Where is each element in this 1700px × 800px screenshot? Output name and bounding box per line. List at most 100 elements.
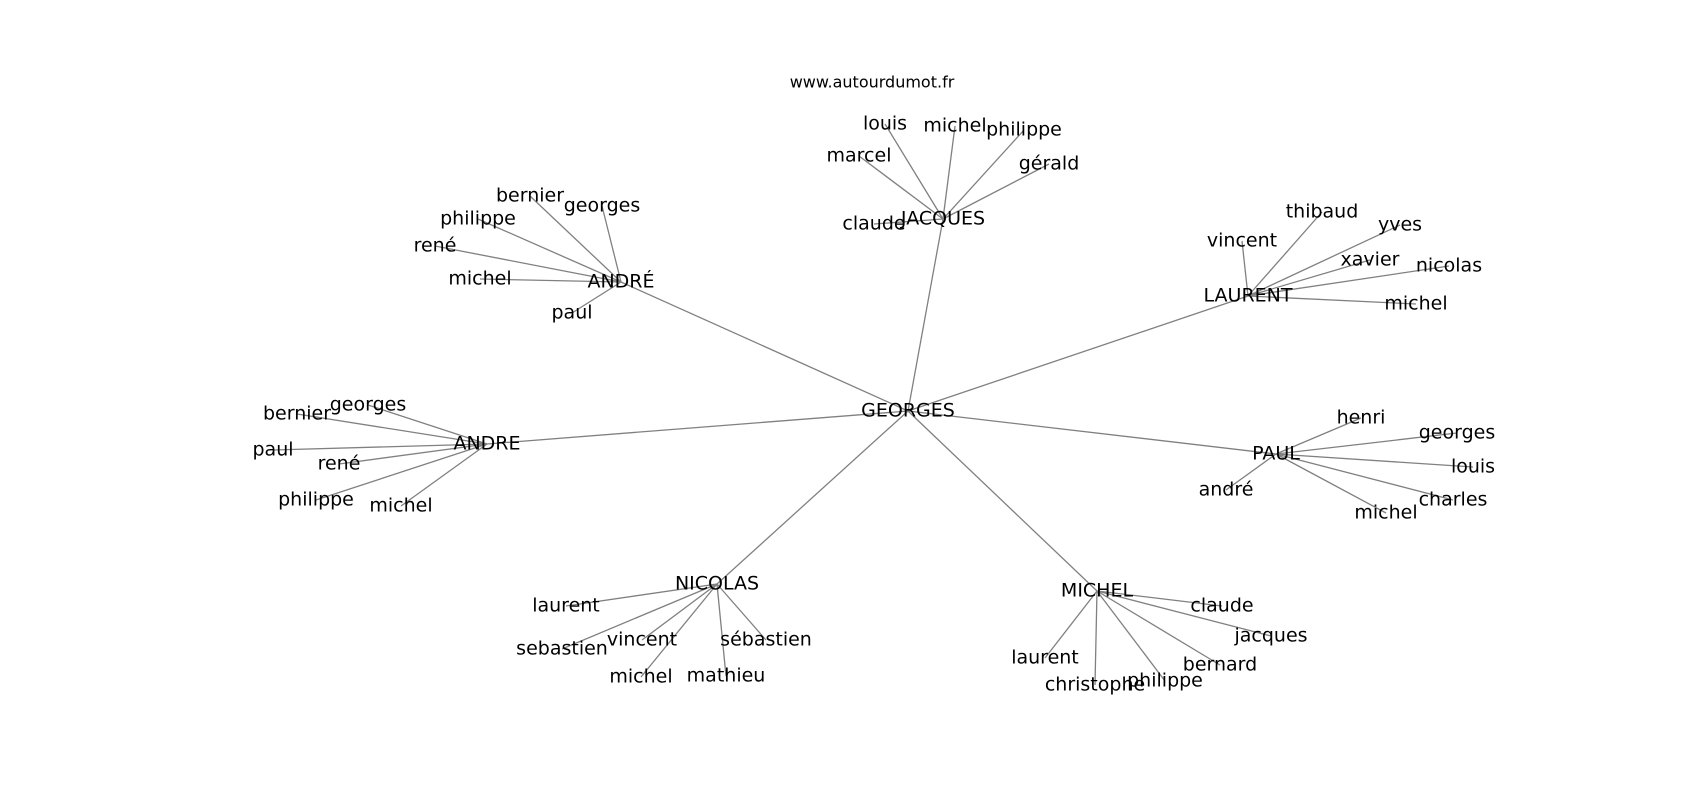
- leaf-node-jacques-claude[interactable]: claude: [842, 213, 905, 235]
- leaf-node-jacques-marcel[interactable]: marcel: [827, 145, 892, 167]
- leaf-node-andre-paul[interactable]: paul: [551, 302, 592, 324]
- leaf-node-michel-christophe[interactable]: christophe: [1045, 674, 1145, 696]
- hub-node-jacques[interactable]: JACQUES: [900, 208, 985, 230]
- edge-nicolas-vincent: [641, 583, 718, 641]
- edge-paul-michel: [1275, 453, 1387, 514]
- edge-nicolas-mathieu: [716, 583, 727, 677]
- leaf-node-jacques-philippe[interactable]: philippe: [986, 119, 1062, 141]
- edge-jacques-gerald: [942, 163, 1050, 220]
- edge-andre-paul: [571, 281, 622, 314]
- edge-jacques-louis: [884, 123, 944, 220]
- edge-root-andre: [620, 281, 909, 412]
- leaf-node-nicolas-vincent[interactable]: vincent: [607, 629, 677, 651]
- edge-andre-georges: [367, 404, 488, 445]
- leaf-node-jacques-michel[interactable]: michel: [923, 115, 986, 137]
- leaf-node-paul-henri[interactable]: henri: [1337, 407, 1386, 429]
- edge-andre-paul: [272, 443, 488, 451]
- edge-root-andre: [486, 410, 909, 445]
- leaf-node-andre-rene[interactable]: rené: [414, 235, 457, 257]
- leaf-node-andre-bernier[interactable]: bernier: [496, 185, 564, 207]
- edge-michel-philippe: [1096, 590, 1166, 682]
- leaf-node-jacques-louis[interactable]: louis: [863, 113, 907, 135]
- leaf-node-andre-philippe[interactable]: philippe: [278, 489, 354, 511]
- edge-laurent-yves: [1247, 224, 1401, 297]
- edge-andre-bernier: [529, 195, 622, 283]
- hub-node-laurent[interactable]: LAURENT: [1204, 285, 1293, 307]
- edge-michel-laurent: [1044, 590, 1098, 659]
- edge-laurent-thibaud: [1247, 211, 1323, 297]
- edge-paul-louis: [1275, 453, 1474, 468]
- edge-laurent-xavier: [1247, 259, 1371, 297]
- edge-paul-charles: [1275, 453, 1454, 501]
- edge-andre-michel: [400, 443, 488, 507]
- hub-node-nicolas[interactable]: NICOLAS: [675, 573, 759, 595]
- leaf-node-laurent-thibaud[interactable]: thibaud: [1286, 201, 1359, 223]
- edge-root-laurent: [907, 295, 1249, 412]
- edge-jacques-philippe: [942, 129, 1025, 220]
- edge-michel-claude: [1096, 590, 1223, 607]
- edge-paul-andre: [1225, 453, 1277, 491]
- edge-root-michel: [907, 410, 1098, 592]
- edge-michel-christophe: [1094, 590, 1098, 686]
- edge-andre-rene: [338, 443, 488, 465]
- leaf-node-michel-laurent[interactable]: laurent: [1011, 647, 1079, 669]
- edge-andre-bernier: [296, 413, 488, 445]
- edge-root-nicolas: [716, 410, 909, 585]
- leaf-node-nicolas-michel[interactable]: michel: [609, 666, 672, 688]
- leaf-node-jacques-gerald[interactable]: gérald: [1019, 153, 1080, 175]
- leaf-node-andre-georges[interactable]: georges: [564, 195, 641, 217]
- leaf-node-michel-bernard[interactable]: bernard: [1183, 654, 1257, 676]
- edge-jacques-michel: [942, 125, 956, 220]
- graph-edges: [272, 123, 1474, 686]
- edge-nicolas-sebastien: [716, 583, 767, 641]
- site-url[interactable]: www.autourdumot.fr: [790, 73, 955, 92]
- leaf-node-laurent-michel[interactable]: michel: [1384, 293, 1447, 315]
- edge-jacques-claude: [873, 218, 944, 225]
- edge-michel-bernard: [1096, 590, 1221, 666]
- edge-andre-philippe: [477, 218, 622, 283]
- leaf-node-nicolas-laurent[interactable]: laurent: [532, 595, 600, 617]
- leaf-node-laurent-yves[interactable]: yves: [1378, 214, 1422, 236]
- leaf-node-paul-louis[interactable]: louis: [1451, 456, 1495, 478]
- edge-michel-jacques: [1096, 590, 1272, 637]
- leaf-node-andre-michel[interactable]: michel: [448, 268, 511, 290]
- leaf-node-michel-claude[interactable]: claude: [1190, 595, 1253, 617]
- leaf-node-laurent-nicolas[interactable]: nicolas: [1416, 255, 1482, 277]
- leaf-node-paul-georges[interactable]: georges: [1419, 422, 1496, 444]
- hub-node-paul[interactable]: PAUL: [1252, 443, 1300, 465]
- leaf-node-nicolas-sebastien[interactable]: sebastien: [516, 638, 608, 660]
- edge-andre-georges: [601, 205, 622, 283]
- edge-jacques-marcel: [858, 155, 944, 220]
- leaf-node-nicolas-sebastien[interactable]: sébastien: [720, 629, 812, 651]
- leaf-node-paul-charles[interactable]: charles: [1419, 489, 1488, 511]
- edge-nicolas-sebastien: [561, 583, 718, 650]
- edge-laurent-nicolas: [1247, 265, 1450, 297]
- leaf-node-andre-rene[interactable]: rené: [318, 453, 361, 475]
- hub-node-michel[interactable]: MICHEL: [1061, 580, 1134, 602]
- root-node-label[interactable]: GEORGES: [861, 400, 955, 422]
- leaf-node-michel-jacques[interactable]: jacques: [1233, 625, 1307, 647]
- leaf-node-michel-philippe[interactable]: philippe: [1127, 670, 1203, 692]
- leaf-node-nicolas-mathieu[interactable]: mathieu: [687, 665, 766, 687]
- edge-paul-henri: [1275, 417, 1362, 455]
- leaf-node-laurent-vincent[interactable]: vincent: [1207, 230, 1277, 252]
- leaf-node-paul-andre[interactable]: andré: [1199, 479, 1254, 501]
- leaf-node-andre-paul[interactable]: paul: [252, 439, 293, 461]
- leaf-node-laurent-xavier[interactable]: xavier: [1341, 249, 1400, 271]
- hub-node-andre[interactable]: ANDRÉ: [587, 270, 654, 293]
- edge-laurent-vincent: [1241, 240, 1249, 297]
- edge-laurent-michel: [1247, 295, 1417, 305]
- edge-root-jacques: [907, 218, 944, 412]
- leaf-node-andre-georges[interactable]: georges: [330, 394, 407, 416]
- edge-andre-michel: [479, 278, 622, 283]
- edge-nicolas-laurent: [565, 583, 718, 607]
- leaf-node-paul-michel[interactable]: michel: [1354, 502, 1417, 524]
- leaf-node-andre-bernier[interactable]: bernier: [263, 403, 331, 425]
- leaf-node-andre-michel[interactable]: michel: [369, 495, 432, 517]
- edge-andre-rene: [434, 245, 622, 283]
- hub-node-andre[interactable]: ANDRE: [453, 433, 520, 455]
- leaf-node-andre-philippe[interactable]: philippe: [440, 208, 516, 230]
- edge-paul-georges: [1275, 432, 1458, 455]
